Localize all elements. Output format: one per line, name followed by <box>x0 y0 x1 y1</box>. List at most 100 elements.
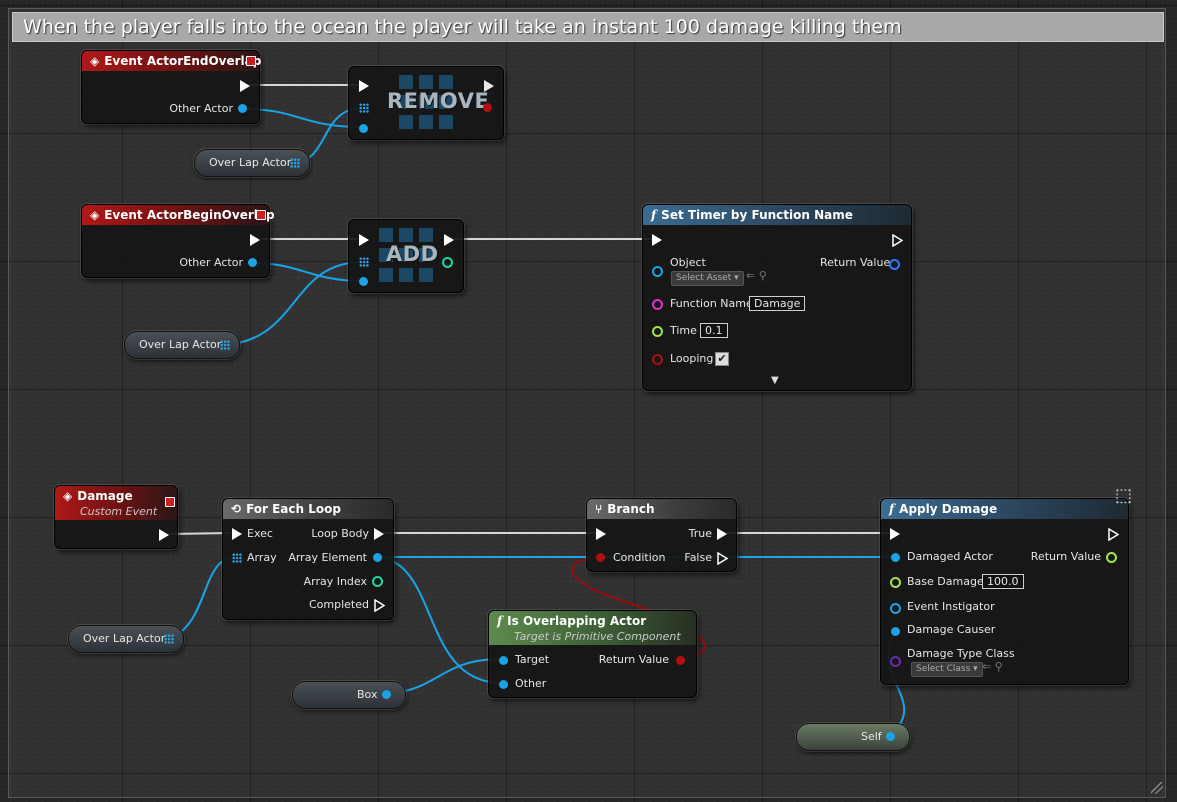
overlap-actor-variable[interactable]: Over Lap Actor <box>194 149 310 177</box>
self-out-pin[interactable] <box>886 732 895 741</box>
array-index-label: Array Index <box>303 575 367 588</box>
function-name-input[interactable]: Damage <box>749 296 806 311</box>
network-icon: ⬚ <box>1115 485 1133 506</box>
time-pin[interactable] <box>652 326 663 337</box>
return-value-label: Return Value <box>598 653 669 666</box>
overlap-actor-variable[interactable]: Over Lap Actor <box>68 625 184 653</box>
node-title: Branch <box>607 502 655 516</box>
array-out-pin[interactable] <box>290 158 300 168</box>
variable-label: Over Lap Actor <box>139 338 222 351</box>
node-title: Set Timer by Function Name <box>661 208 853 222</box>
node-subtitle: Target is Primitive Component <box>514 630 681 643</box>
node-title: Apply Damage <box>899 502 998 516</box>
bool-out-pin[interactable] <box>483 103 492 112</box>
event-actor-end-overlap-node[interactable]: ◈Event ActorEndOverlap Other Actor <box>81 50 262 124</box>
exec-in-pin[interactable] <box>232 528 242 540</box>
true-pin[interactable] <box>717 528 727 540</box>
item-in-pin[interactable] <box>359 124 368 133</box>
function-name-pin[interactable] <box>652 299 663 310</box>
exec-in-pin[interactable] <box>652 234 662 246</box>
exec-out-pin[interactable] <box>444 234 454 246</box>
item-in-pin[interactable] <box>359 277 368 286</box>
array-out-pin[interactable] <box>220 340 230 350</box>
return-value-pin[interactable] <box>1106 552 1117 563</box>
class-browse-icons[interactable]: ⇐ ⚲ <box>982 660 1003 673</box>
delegate-pin[interactable] <box>165 497 175 507</box>
event-diamond-icon: ◈ <box>90 208 100 222</box>
remove-node[interactable]: REMOVE <box>348 66 504 140</box>
index-out-pin[interactable] <box>442 257 453 268</box>
function-icon: f <box>889 502 895 516</box>
exec-in-pin[interactable] <box>359 234 369 246</box>
condition-pin[interactable] <box>596 553 605 562</box>
exec-out-pin[interactable] <box>240 80 250 92</box>
expand-arrow-icon[interactable]: ▼ <box>771 375 779 386</box>
add-node[interactable]: ADD <box>348 219 464 293</box>
return-value-pin[interactable] <box>889 259 900 270</box>
true-label: True <box>688 527 712 540</box>
exec-out-pin[interactable] <box>1108 528 1119 541</box>
other-pin[interactable] <box>499 680 508 689</box>
comment-title[interactable]: When the player falls into the ocean the… <box>12 12 1164 42</box>
select-asset-dropdown[interactable]: Select Asset ▾ <box>671 271 744 286</box>
function-name-label: Function Name <box>670 297 753 310</box>
overlap-actor-variable[interactable]: Over Lap Actor <box>124 331 240 359</box>
exec-out-pin[interactable] <box>484 80 494 92</box>
array-out-pin[interactable] <box>164 634 174 644</box>
looping-pin[interactable] <box>652 354 663 365</box>
other-actor-pin[interactable] <box>238 104 247 113</box>
other-label: Other <box>515 677 547 690</box>
loop-body-pin[interactable] <box>374 528 384 540</box>
damage-causer-pin[interactable] <box>891 627 900 636</box>
exec-in-pin[interactable] <box>359 80 369 92</box>
target-pin[interactable] <box>499 656 508 665</box>
asset-browse-icons[interactable]: ⇐ ⚲ <box>746 269 767 282</box>
array-in-pin[interactable] <box>359 103 369 113</box>
branch-icon: ⑂ <box>595 502 603 516</box>
exec-in-pin[interactable] <box>596 528 606 540</box>
exec-out-pin[interactable] <box>250 234 260 246</box>
branch-node[interactable]: ⑂Branch True Condition False <box>586 498 737 572</box>
return-value-pin[interactable] <box>676 656 685 665</box>
resize-grip-icon[interactable] <box>1151 782 1163 794</box>
node-title: For Each Loop <box>246 502 341 516</box>
for-each-loop-node[interactable]: ⟲For Each Loop Exec Loop Body Array Arra… <box>222 498 394 620</box>
exec-out-pin[interactable] <box>159 529 169 541</box>
self-variable[interactable]: Self <box>796 723 910 751</box>
array-index-pin[interactable] <box>372 576 383 587</box>
base-damage-input[interactable]: 100.0 <box>982 574 1024 589</box>
array-in-pin[interactable] <box>232 553 242 563</box>
looping-checkbox[interactable]: ✔ <box>715 352 729 366</box>
event-instigator-pin[interactable] <box>890 603 901 614</box>
false-pin[interactable] <box>717 552 728 565</box>
damaged-actor-pin[interactable] <box>891 553 900 562</box>
delegate-pin[interactable] <box>256 210 266 220</box>
function-icon: f <box>651 208 657 222</box>
time-label: Time <box>670 324 697 337</box>
box-variable[interactable]: Box <box>292 681 406 709</box>
box-out-pin[interactable] <box>382 690 391 699</box>
time-input[interactable]: 0.1 <box>700 323 728 338</box>
node-title: Event ActorEndOverlap <box>104 54 262 68</box>
object-in-pin[interactable] <box>652 266 663 277</box>
node-title: Damage <box>77 489 133 503</box>
damage-type-class-pin[interactable] <box>890 656 901 667</box>
wire-element-other <box>375 556 503 684</box>
select-class-dropdown[interactable]: Select Class ▾ <box>911 662 983 677</box>
completed-pin[interactable] <box>374 599 385 612</box>
base-damage-pin[interactable] <box>890 577 901 588</box>
event-instigator-label: Event Instigator <box>907 600 995 613</box>
array-label: Array <box>247 551 277 564</box>
completed-label: Completed <box>309 598 369 611</box>
delegate-pin[interactable] <box>246 56 256 66</box>
exec-in-pin[interactable] <box>890 528 900 540</box>
macro-grid-icon <box>399 75 453 129</box>
other-actor-pin[interactable] <box>248 258 257 267</box>
array-element-pin[interactable] <box>373 553 382 562</box>
event-actor-begin-overlap-node[interactable]: ◈Event ActorBeginOverlap Other Actor <box>81 204 275 278</box>
array-in-pin[interactable] <box>359 257 369 267</box>
